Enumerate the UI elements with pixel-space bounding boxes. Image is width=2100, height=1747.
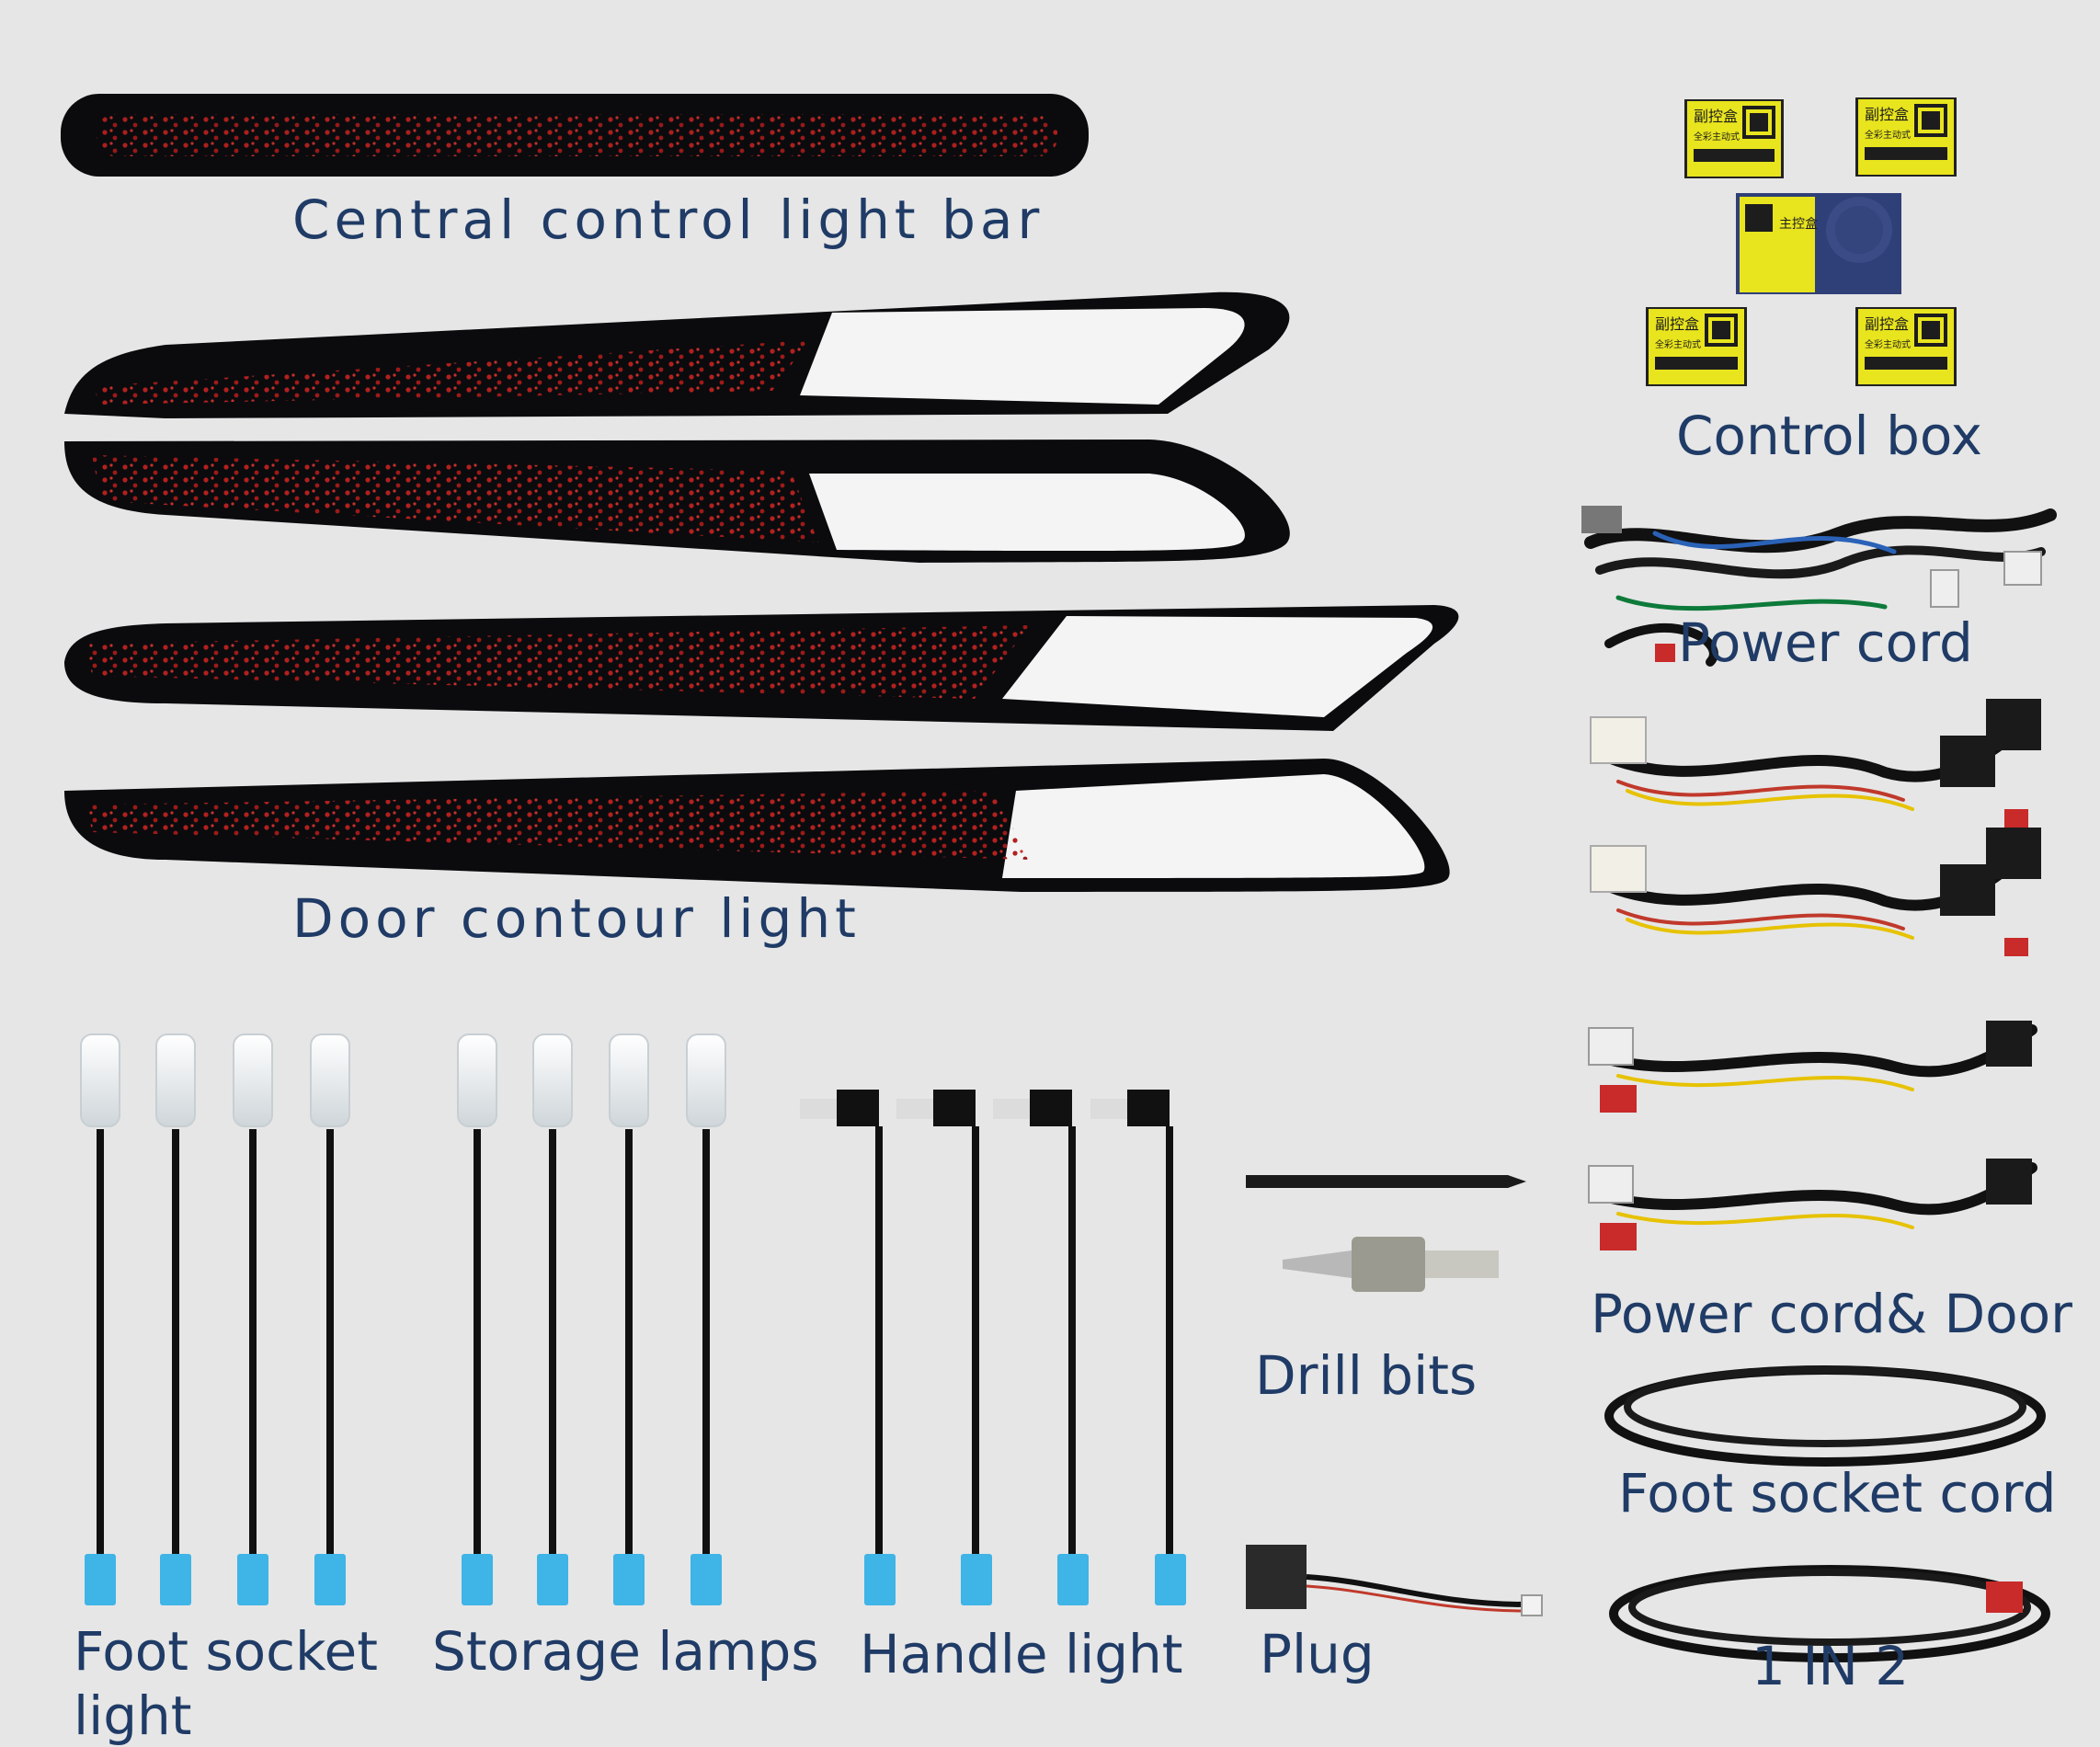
central-control-light-bar <box>61 94 1089 177</box>
foot-socket-light-label-line1: Foot socket <box>74 1620 378 1683</box>
main-control-box: 主控盒 <box>1736 193 1901 294</box>
sub-control-box-top-right: 副控盒 全彩主动式 <box>1855 97 1957 177</box>
handle-lights <box>800 1090 1186 1605</box>
power-door-harness-2 <box>1588 1159 2037 1250</box>
svg-text:副控盒: 副控盒 <box>1655 315 1699 333</box>
handle-light-label: Handle light <box>860 1623 1183 1685</box>
svg-text:全彩主动式: 全彩主动式 <box>1655 338 1701 350</box>
foot-socket-lights <box>80 1033 350 1605</box>
plug-label: Plug <box>1260 1623 1375 1685</box>
sub-control-box-bottom-left: 副控盒 全彩主动式 <box>1646 307 1747 386</box>
svg-text:全彩主动式: 全彩主动式 <box>1865 129 1911 141</box>
door-harness-1 <box>1590 699 2041 828</box>
svg-text:全彩主动式: 全彩主动式 <box>1694 131 1740 143</box>
door-harness-2 <box>1590 828 2041 956</box>
control-box-label: Control box <box>1676 405 1982 467</box>
svg-text:主控盒: 主控盒 <box>1779 216 1818 232</box>
drill-bits <box>1246 1175 1526 1292</box>
one-in-two-cord <box>1609 1565 2050 1662</box>
power-cord-label: Power cord <box>1678 611 1973 674</box>
door-contour-light-label: Door contour light <box>292 887 861 950</box>
one-in-two-label: 1 IN 2 <box>1752 1635 1910 1697</box>
power-cord-door-label: Power cord& Door <box>1591 1283 2072 1345</box>
power-door-harness-1 <box>1588 1021 2037 1113</box>
foot-socket-light-label-line2: light <box>74 1684 192 1747</box>
door-contour-light-4 <box>64 759 1450 892</box>
svg-text:副控盒: 副控盒 <box>1865 315 1909 333</box>
svg-text:全彩主动式: 全彩主动式 <box>1865 338 1911 350</box>
door-contour-light-2 <box>64 440 1290 563</box>
plug <box>1246 1545 1543 1616</box>
door-contour-light-1 <box>64 291 1290 418</box>
central-control-light-bar-label: Central control light bar <box>292 188 1044 251</box>
sub-control-box-bottom-right: 副控盒 全彩主动式 <box>1855 307 1957 386</box>
power-cord-harness <box>1581 506 2057 667</box>
svg-text:副控盒: 副控盒 <box>1865 106 1909 123</box>
sub-control-box-top-left: 副控盒 全彩主动式 <box>1684 99 1784 178</box>
control-box-group: 副控盒 全彩主动式 副控盒 全彩主动式 主控盒 <box>1646 97 1957 386</box>
drill-bits-label: Drill bits <box>1255 1344 1478 1407</box>
chip-label: 副控盒 <box>1694 108 1738 125</box>
storage-lamps <box>457 1033 726 1605</box>
foot-socket-cord-label: Foot socket cord <box>1618 1462 2057 1524</box>
foot-socket-cord <box>1604 1365 2046 1467</box>
door-contour-light-3 <box>64 605 1459 731</box>
storage-lamps-label: Storage lamps <box>432 1620 819 1683</box>
